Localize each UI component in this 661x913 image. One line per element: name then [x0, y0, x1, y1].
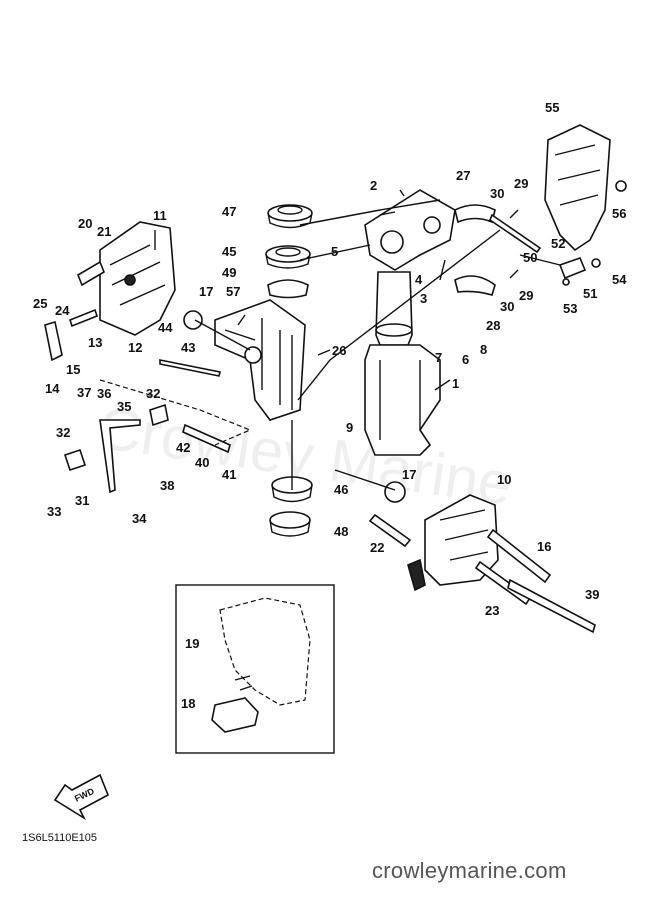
part-label-39: 39 — [585, 587, 599, 602]
part-label-22: 22 — [370, 540, 384, 555]
part-label-19: 19 — [185, 636, 199, 651]
part-label-49: 49 — [222, 265, 236, 280]
part-label-32a: 32 — [146, 386, 160, 401]
part-label-23: 23 — [485, 603, 499, 618]
part-label-45: 45 — [222, 244, 236, 259]
pins-and-bolts-drawing — [69, 189, 596, 634]
part-label-34: 34 — [132, 511, 147, 526]
part-number-labels: 1 2 3 4 5 6 7 8 9 10 11 12 13 14 15 16 1… — [33, 100, 627, 711]
part-label-30b: 30 — [500, 299, 514, 314]
part-label-26: 26 — [332, 343, 346, 358]
part-label-4: 4 — [415, 272, 423, 287]
part-label-55: 55 — [545, 100, 559, 115]
part-label-47: 47 — [222, 204, 236, 219]
part-label-31: 31 — [75, 493, 89, 508]
part-label-17a: 17 — [199, 284, 213, 299]
part-label-32b: 32 — [56, 425, 70, 440]
part-label-28: 28 — [486, 318, 500, 333]
site-url: crowleymarine.com — [372, 858, 567, 883]
part-label-53: 53 — [563, 301, 577, 316]
part-label-56: 56 — [612, 206, 626, 221]
fwd-arrow-icon: FWD — [53, 773, 110, 821]
part-label-43: 43 — [181, 340, 195, 355]
part-label-57: 57 — [226, 284, 240, 299]
part-label-30a: 30 — [490, 186, 504, 201]
part-label-40: 40 — [195, 455, 209, 470]
bushing-drawings — [183, 204, 406, 537]
part-label-20: 20 — [78, 216, 92, 231]
part-label-38: 38 — [160, 478, 174, 493]
catalog-code: 1S6L5110E105 — [22, 832, 98, 844]
part-label-21: 21 — [97, 224, 111, 239]
part-label-13: 13 — [88, 335, 102, 350]
steering-bracket-drawing — [214, 299, 306, 421]
swivel-bracket-drawing — [364, 189, 456, 456]
part-label-50: 50 — [523, 250, 537, 265]
part-label-52: 52 — [551, 236, 565, 251]
part-label-12: 12 — [128, 340, 142, 355]
part-label-36: 36 — [97, 386, 111, 401]
part-label-44: 44 — [158, 320, 173, 335]
part-label-18: 18 — [181, 696, 195, 711]
part-label-27: 27 — [456, 168, 470, 183]
leader-lines — [99, 209, 561, 491]
part-label-33: 33 — [47, 504, 61, 519]
part-label-54: 54 — [612, 272, 627, 287]
part-label-2: 2 — [370, 178, 377, 193]
part-label-17b: 17 — [402, 467, 416, 482]
part-label-14: 14 — [45, 381, 60, 396]
part-label-48: 48 — [334, 524, 348, 539]
part-label-35: 35 — [117, 399, 131, 414]
part-label-11: 11 — [153, 208, 167, 223]
upper-right-parts-drawing — [454, 124, 627, 296]
part-label-29a: 29 — [514, 176, 528, 191]
clamp-bracket-left-drawing — [99, 221, 176, 336]
part-label-46: 46 — [334, 482, 348, 497]
part-label-42: 42 — [176, 440, 190, 455]
inset-detail-box — [175, 584, 335, 754]
part-label-7: 7 — [435, 350, 442, 365]
part-label-16: 16 — [537, 539, 551, 554]
part-label-1: 1 — [452, 376, 459, 391]
part-label-25: 25 — [33, 296, 47, 311]
part-label-8: 8 — [480, 342, 487, 357]
part-label-3: 3 — [420, 291, 427, 306]
tilt-lock-parts-drawing — [44, 260, 231, 494]
part-label-5: 5 — [331, 244, 338, 259]
part-label-24: 24 — [55, 303, 70, 318]
part-label-9: 9 — [346, 420, 353, 435]
part-label-41: 41 — [222, 467, 236, 482]
clamp-bracket-right-drawing — [407, 494, 499, 592]
part-label-37: 37 — [77, 385, 91, 400]
part-label-51: 51 — [583, 286, 597, 301]
part-label-29b: 29 — [519, 288, 533, 303]
part-label-10: 10 — [497, 472, 511, 487]
part-label-15: 15 — [66, 362, 80, 377]
part-label-6: 6 — [462, 352, 469, 367]
